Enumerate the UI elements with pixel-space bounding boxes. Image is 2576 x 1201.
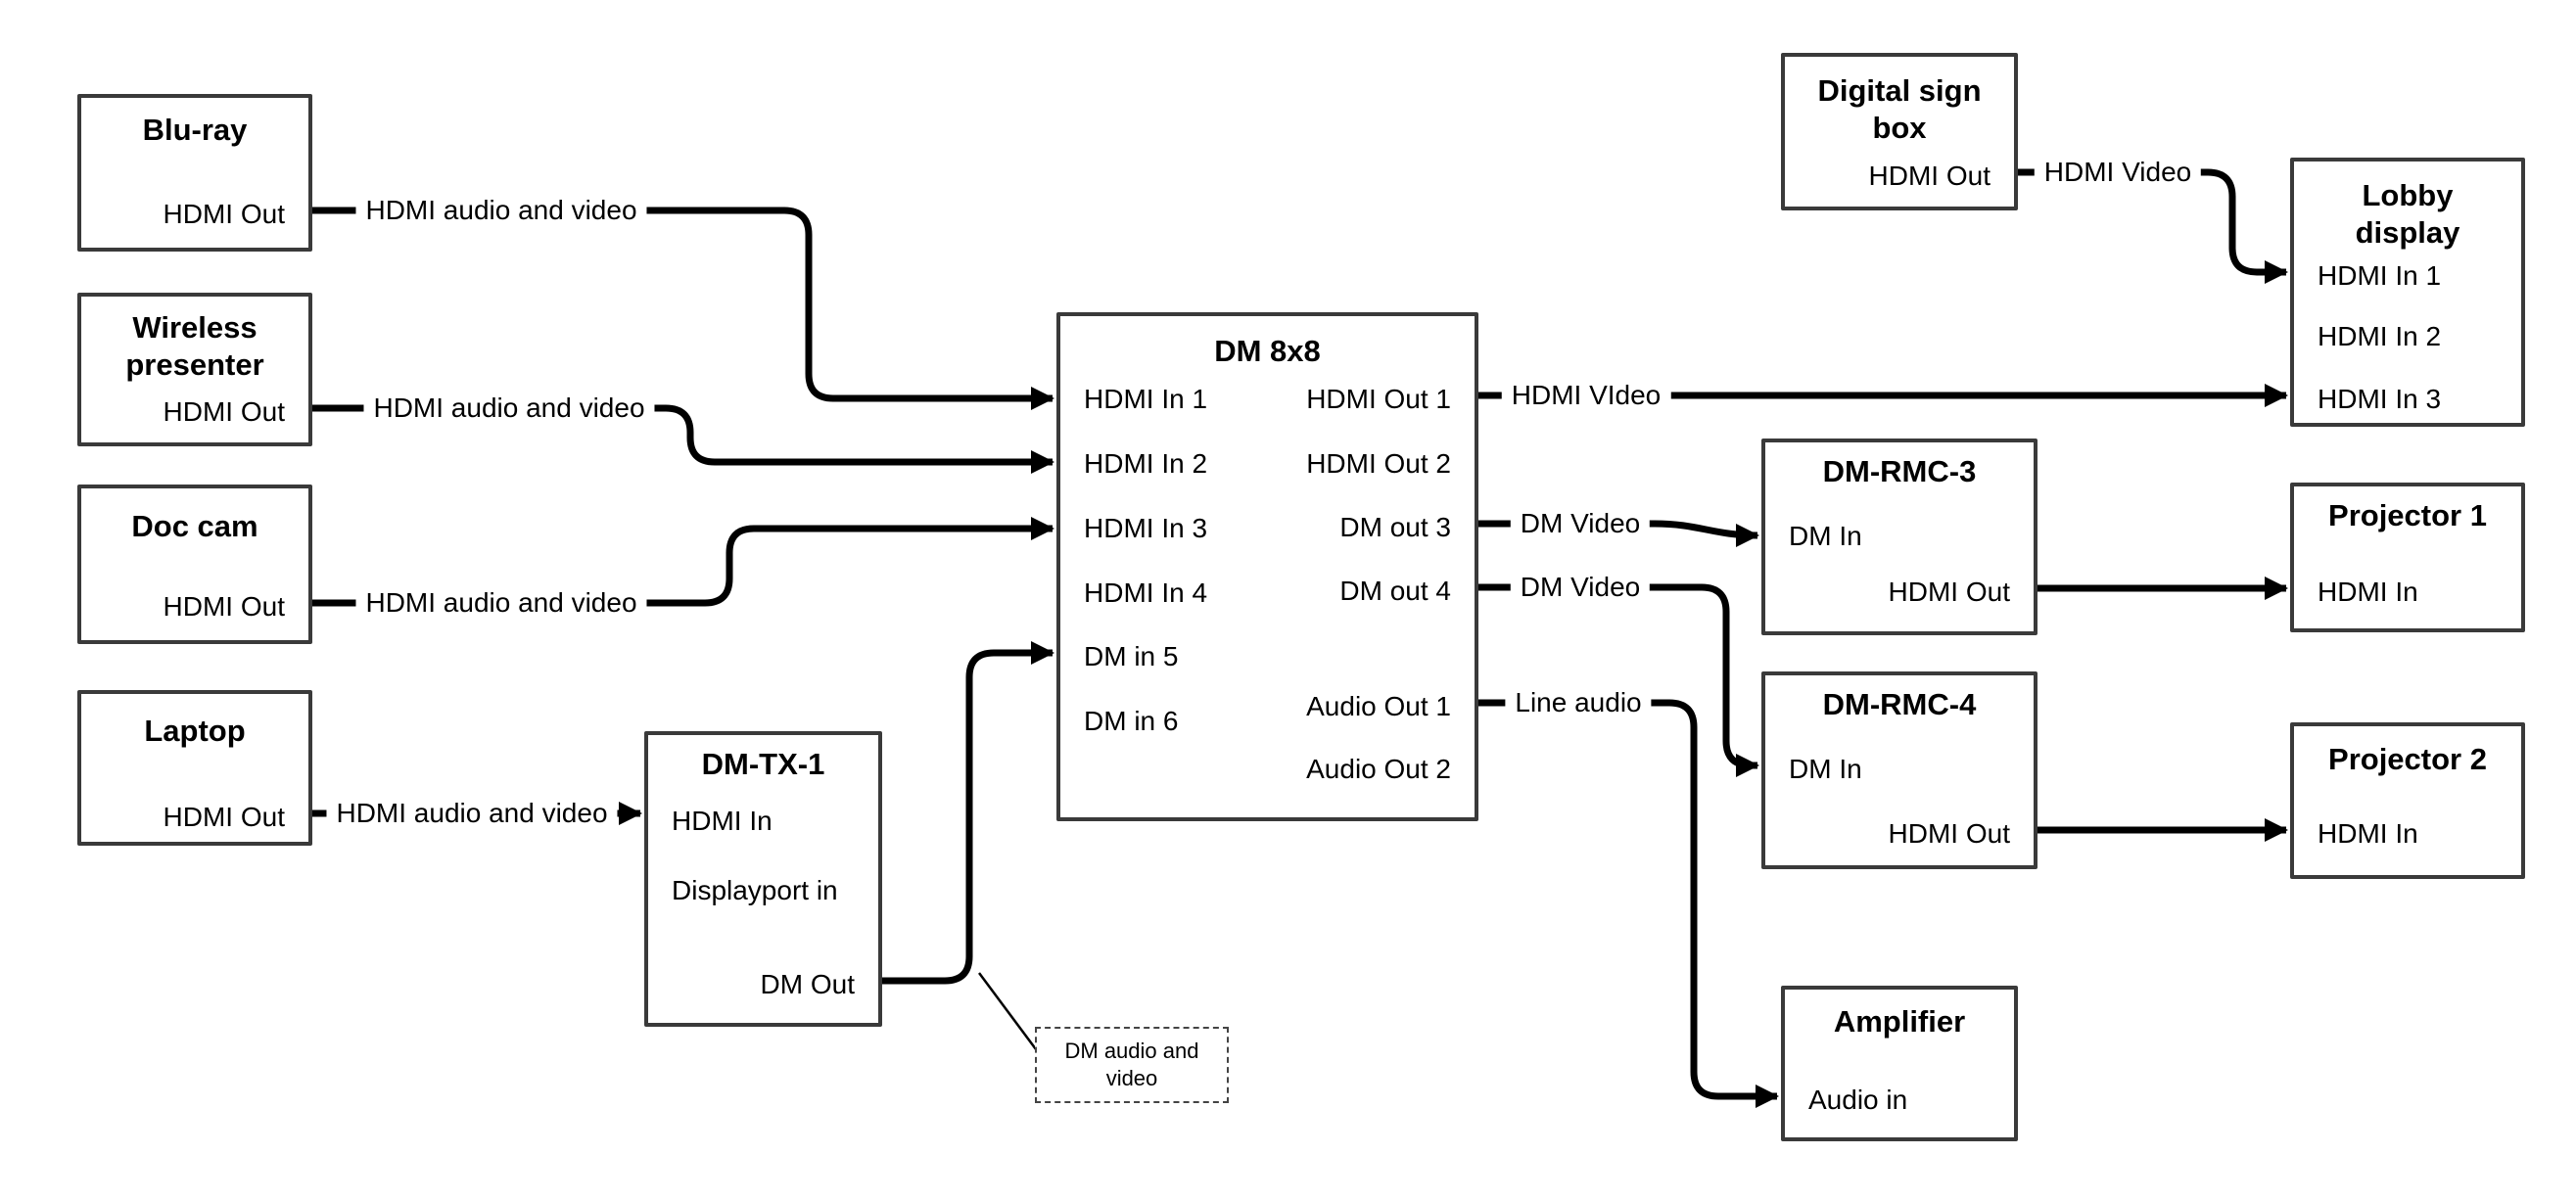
connector-wireless-to-dm8x8-in2 [312,404,1054,474]
connector-label-doccam-link: HDMI audio and video [355,586,647,620]
node-title: DM-TX-1 [701,747,825,781]
connector-label-wireless-link: HDMI audio and video [363,392,655,425]
node-title: Doc cam [131,509,258,543]
port-dm-out-3: DM out 3 [1339,512,1451,542]
port-hdmi-in: HDMI In [672,806,773,836]
node-dm-tx-1: DM-TX-1 HDMI In Displayport in DM Out [644,731,882,1027]
node-dm-rmc-4: DM-RMC-4 DM In HDMI Out [1761,671,2037,869]
connector-label-bluray-link: HDMI audio and video [355,194,647,227]
port-hdmi-in-3: HDMI In 3 [1084,513,1208,543]
port-audio-out-2: Audio Out 2 [1306,754,1451,784]
port-dm-out: DM Out [760,969,855,999]
node-projector-1: Projector 1 HDMI In [2290,483,2525,632]
node-amplifier: Amplifier Audio in [1781,986,2018,1141]
node-digital-sign-box: Digital sign box HDMI Out [1781,53,2018,210]
port-hdmi-out: HDMI Out [163,199,285,229]
node-dm-8x8: DM 8x8 HDMI In 1 HDMI In 2 HDMI In 3 HDM… [1056,312,1478,821]
port-hdmi-in-4: HDMI In 4 [1084,577,1208,608]
callout-dm-audio-video: DM audio and video [1035,1027,1229,1103]
node-doc-cam: Doc cam HDMI Out [77,485,312,644]
node-title: Projector 1 [2328,498,2487,532]
node-title: Lobby display [2355,178,2460,250]
port-displayport-in: Displayport in [672,875,838,905]
node-title: Projector 2 [2328,742,2487,776]
node-wireless-presenter: Wireless presenter HDMI Out [77,293,312,446]
connector-dm8x8-out3-to-rmc3 [1478,520,1759,547]
port-hdmi-out: HDMI Out [1888,577,2010,607]
port-hdmi-out: HDMI Out [163,396,285,427]
node-title: DM 8x8 [1214,334,1321,368]
node-title: Amplifier [1833,1004,1966,1039]
connector-doccam-to-dm8x8-in3 [312,517,1054,607]
port-hdmi-in: HDMI In [2318,818,2418,849]
node-lobby-display: Lobby display HDMI In 1 HDMI In 2 HDMI I… [2290,158,2525,427]
port-hdmi-in-1: HDMI In 1 [1084,384,1208,414]
port-hdmi-out: HDMI Out [1868,161,1991,191]
port-dm-in: DM In [1789,521,1862,551]
port-hdmi-out-2: HDMI Out 2 [1306,448,1451,479]
port-hdmi-in-2: HDMI In 2 [1084,448,1208,479]
port-hdmi-in-2: HDMI In 2 [2318,321,2442,351]
node-title: DM-RMC-4 [1822,687,1977,721]
node-title: Laptop [144,714,246,748]
port-dm-in-5: DM in 5 [1084,641,1179,671]
node-blu-ray: Blu-ray HDMI Out [77,94,312,252]
port-hdmi-out: HDMI Out [1888,818,2010,849]
connector-label-dm-out4-link: DM Video [1510,571,1651,604]
node-laptop: Laptop HDMI Out [77,690,312,846]
port-hdmi-in: HDMI In [2318,577,2418,607]
connector-label-dm-out3-link: DM Video [1510,507,1651,540]
connector-digitalsign-to-lobby-in1 [2018,168,2288,284]
port-hdmi-in-3: HDMI In 3 [2318,384,2442,414]
connector-bluray-to-dm8x8-in1 [312,207,1054,410]
connector-dm8x8-aout1-to-amplifier [1478,699,1779,1108]
callout-leader-line [977,972,1038,1050]
port-audio-out-1: Audio Out 1 [1306,691,1451,721]
node-dm-rmc-3: DM-RMC-3 DM In HDMI Out [1761,439,2037,635]
port-hdmi-out: HDMI Out [163,802,285,832]
port-audio-in: Audio in [1808,1085,1908,1115]
connector-dm8x8-out4-to-rmc4 [1478,583,1759,777]
port-hdmi-in-1: HDMI In 1 [2318,260,2442,291]
port-hdmi-out: HDMI Out [163,591,285,622]
connector-dmtx1-to-dm8x8-in5 [882,641,1054,985]
node-title: Digital sign box [1817,73,1982,145]
node-title: DM-RMC-3 [1822,454,1977,488]
connector-label-hdmi-out1-link: HDMI VIdeo [1501,379,1671,412]
node-title: Blu-ray [142,113,248,147]
port-dm-out-4: DM out 4 [1339,576,1451,606]
node-title: Wireless presenter [125,310,264,382]
connector-label-digitalsign-link: HDMI Video [2034,156,2202,189]
node-projector-2: Projector 2 HDMI In [2290,722,2525,879]
port-hdmi-out-1: HDMI Out 1 [1306,384,1451,414]
connector-label-laptop-link: HDMI audio and video [326,797,618,830]
connector-label-audio-out1-link: Line audio [1505,686,1652,719]
port-dm-in-6: DM in 6 [1084,706,1179,736]
port-dm-in: DM In [1789,754,1862,784]
